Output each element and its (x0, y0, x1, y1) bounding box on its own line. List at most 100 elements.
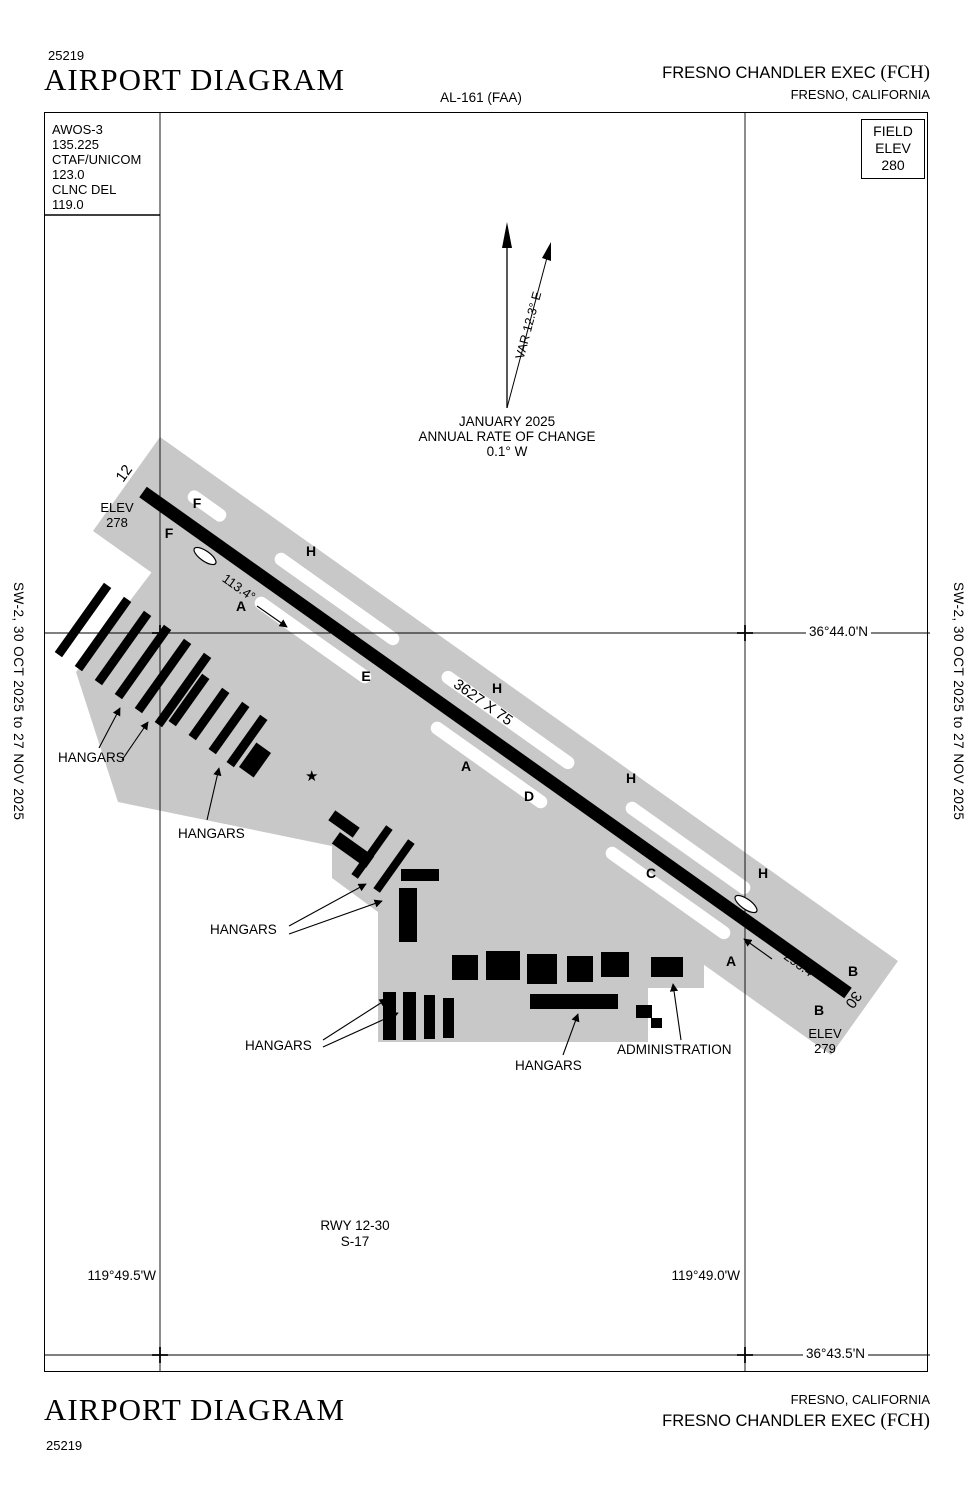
city-state-bottom: FRESNO, CALIFORNIA (790, 1392, 930, 1407)
leader-arrows (98, 605, 773, 1056)
taxiway-label-B: B (847, 963, 859, 979)
hangar-building (401, 869, 439, 881)
field-elevation-box: FIELD ELEV 280 (861, 119, 925, 179)
latitude-label-bottom: 36°43.5'N (803, 1346, 869, 1361)
taxiway-label-B: B (813, 1002, 825, 1018)
runway-info-block: RWY 12-30 S-17 (300, 1218, 410, 1250)
hangars-label: HANGARS (515, 1058, 582, 1073)
hangar-building (74, 596, 132, 672)
hangar-building (328, 810, 360, 838)
hangar-building (383, 992, 396, 1040)
taxiway-label-E: E (361, 668, 371, 684)
taxiway-label-A: A (460, 758, 472, 774)
taxiway-label-F: F (164, 525, 174, 541)
taxiway-label-C: C (645, 865, 657, 881)
hangar-building (208, 701, 250, 755)
heading-113-arrow (256, 605, 288, 628)
field-elev-line: ELEV (875, 140, 911, 156)
elev-value: 279 (814, 1041, 836, 1056)
north-arrow-icon (502, 222, 512, 408)
administration-building (651, 957, 683, 977)
diagram-border (44, 112, 928, 1372)
comms-line: CLNC DEL (52, 182, 117, 197)
runway-info-strength: S-17 (340, 1234, 370, 1249)
taxiway-label-A: A (235, 598, 247, 614)
hangar-building (373, 839, 415, 893)
runway-marking-ellipse (734, 894, 758, 914)
hangar-building (114, 624, 172, 700)
taxiway-label-H: H (305, 543, 317, 559)
field-elev-value: 280 (881, 157, 905, 173)
grid-lines (44, 112, 930, 1372)
hangar-building (238, 742, 272, 778)
hangars-label: HANGARS (58, 750, 125, 765)
buildings (54, 582, 683, 1040)
elev-label: ELEV (808, 1026, 842, 1041)
taxiway-label-A: A (725, 953, 737, 969)
annual-rate-value: 0.1° W (486, 444, 528, 459)
runway-30-elevation: ELEV 279 (800, 1026, 850, 1056)
hangar-building (651, 1018, 662, 1028)
hangar-building (94, 610, 152, 686)
city-state-top: FRESNO, CALIFORNIA (790, 87, 930, 102)
comms-line: AWOS-3 (52, 122, 103, 137)
hangar-building (636, 1005, 652, 1018)
hangar-building (351, 825, 393, 879)
comms-data-block: AWOS-3 135.225 CTAF/UNICOM 123.0 CLNC DE… (52, 122, 141, 212)
airport-code-text: (FCH) (880, 1410, 930, 1431)
airport-name-top: FRESNO CHANDLER EXEC (FCH) (430, 62, 930, 84)
airport-name-text: FRESNO CHANDLER EXEC (662, 64, 876, 82)
hangar-building (601, 952, 629, 977)
taxiway-label-D: D (523, 788, 535, 804)
comms-line: 123.0 (52, 167, 85, 182)
hangar-building (527, 954, 557, 984)
hangar-building (54, 582, 112, 658)
taxiway-label-H: H (491, 680, 503, 696)
airport-code-text: (FCH) (880, 62, 930, 83)
hangars-label: HANGARS (210, 922, 277, 937)
variation-date: JANUARY 2025 (458, 414, 556, 429)
apron-areas (76, 548, 704, 1042)
runway-12-30 (139, 486, 852, 999)
comms-line: CTAF/UNICOM (52, 152, 142, 167)
taxiway-label-H: H (625, 770, 637, 786)
magnetic-variation-arrow-icon (506, 242, 551, 409)
al-number: AL-161 (FAA) (440, 90, 522, 105)
elev-label: ELEV (100, 500, 134, 515)
elev-value: 278 (106, 515, 128, 530)
administration-label: ADMINISTRATION (617, 1042, 732, 1057)
edition-strip-left: SW-2, 30 OCT 2025 to 27 NOV 2025 (11, 582, 26, 821)
edition-strip-right: SW-2, 30 OCT 2025 to 27 NOV 2025 (951, 582, 966, 821)
hangar-building (530, 994, 618, 1009)
page-title-top: AIRPORT DIAGRAM (44, 62, 346, 97)
page-title-bottom: AIRPORT DIAGRAM (44, 1392, 346, 1427)
chart-number-bottom: 25219 (46, 1438, 83, 1453)
hangar-building (443, 998, 454, 1038)
runway-info-id: RWY 12-30 (320, 1218, 390, 1233)
taxiway-islands (187, 490, 751, 940)
hangar-building (154, 652, 212, 728)
comms-line: 119.0 (52, 197, 84, 212)
hangar-building (399, 888, 417, 942)
beacon-star-icon: ★ (305, 768, 319, 785)
latitude-label-top: 36°44.0'N (806, 624, 872, 639)
field-elev-line: FIELD (873, 123, 913, 139)
hangar-building (188, 687, 230, 741)
hangars-label: HANGARS (245, 1038, 312, 1053)
annual-rate-block: JANUARY 2025 ANNUAL RATE OF CHANGE 0.1° … (377, 414, 637, 459)
hangar-building (452, 955, 478, 980)
longitude-label-right: 119°49.0'W (671, 1268, 740, 1283)
airport-name-bottom: FRESNO CHANDLER EXEC (FCH) (430, 1410, 930, 1432)
comms-line: 135.225 (52, 137, 99, 152)
hangar-building (403, 992, 416, 1040)
taxiway-label-F: F (192, 495, 202, 511)
runway-marking-ellipse (193, 546, 217, 566)
hangars-label: HANGARS (178, 826, 245, 841)
annual-rate-label: ANNUAL RATE OF CHANGE (418, 429, 596, 444)
runway-12-elevation: ELEV 278 (92, 500, 142, 530)
airport-name-text: FRESNO CHANDLER EXEC (662, 1412, 876, 1430)
hangar-building (226, 714, 268, 768)
heading-293-arrow (743, 938, 773, 960)
taxiway-label-H: H (757, 865, 769, 881)
